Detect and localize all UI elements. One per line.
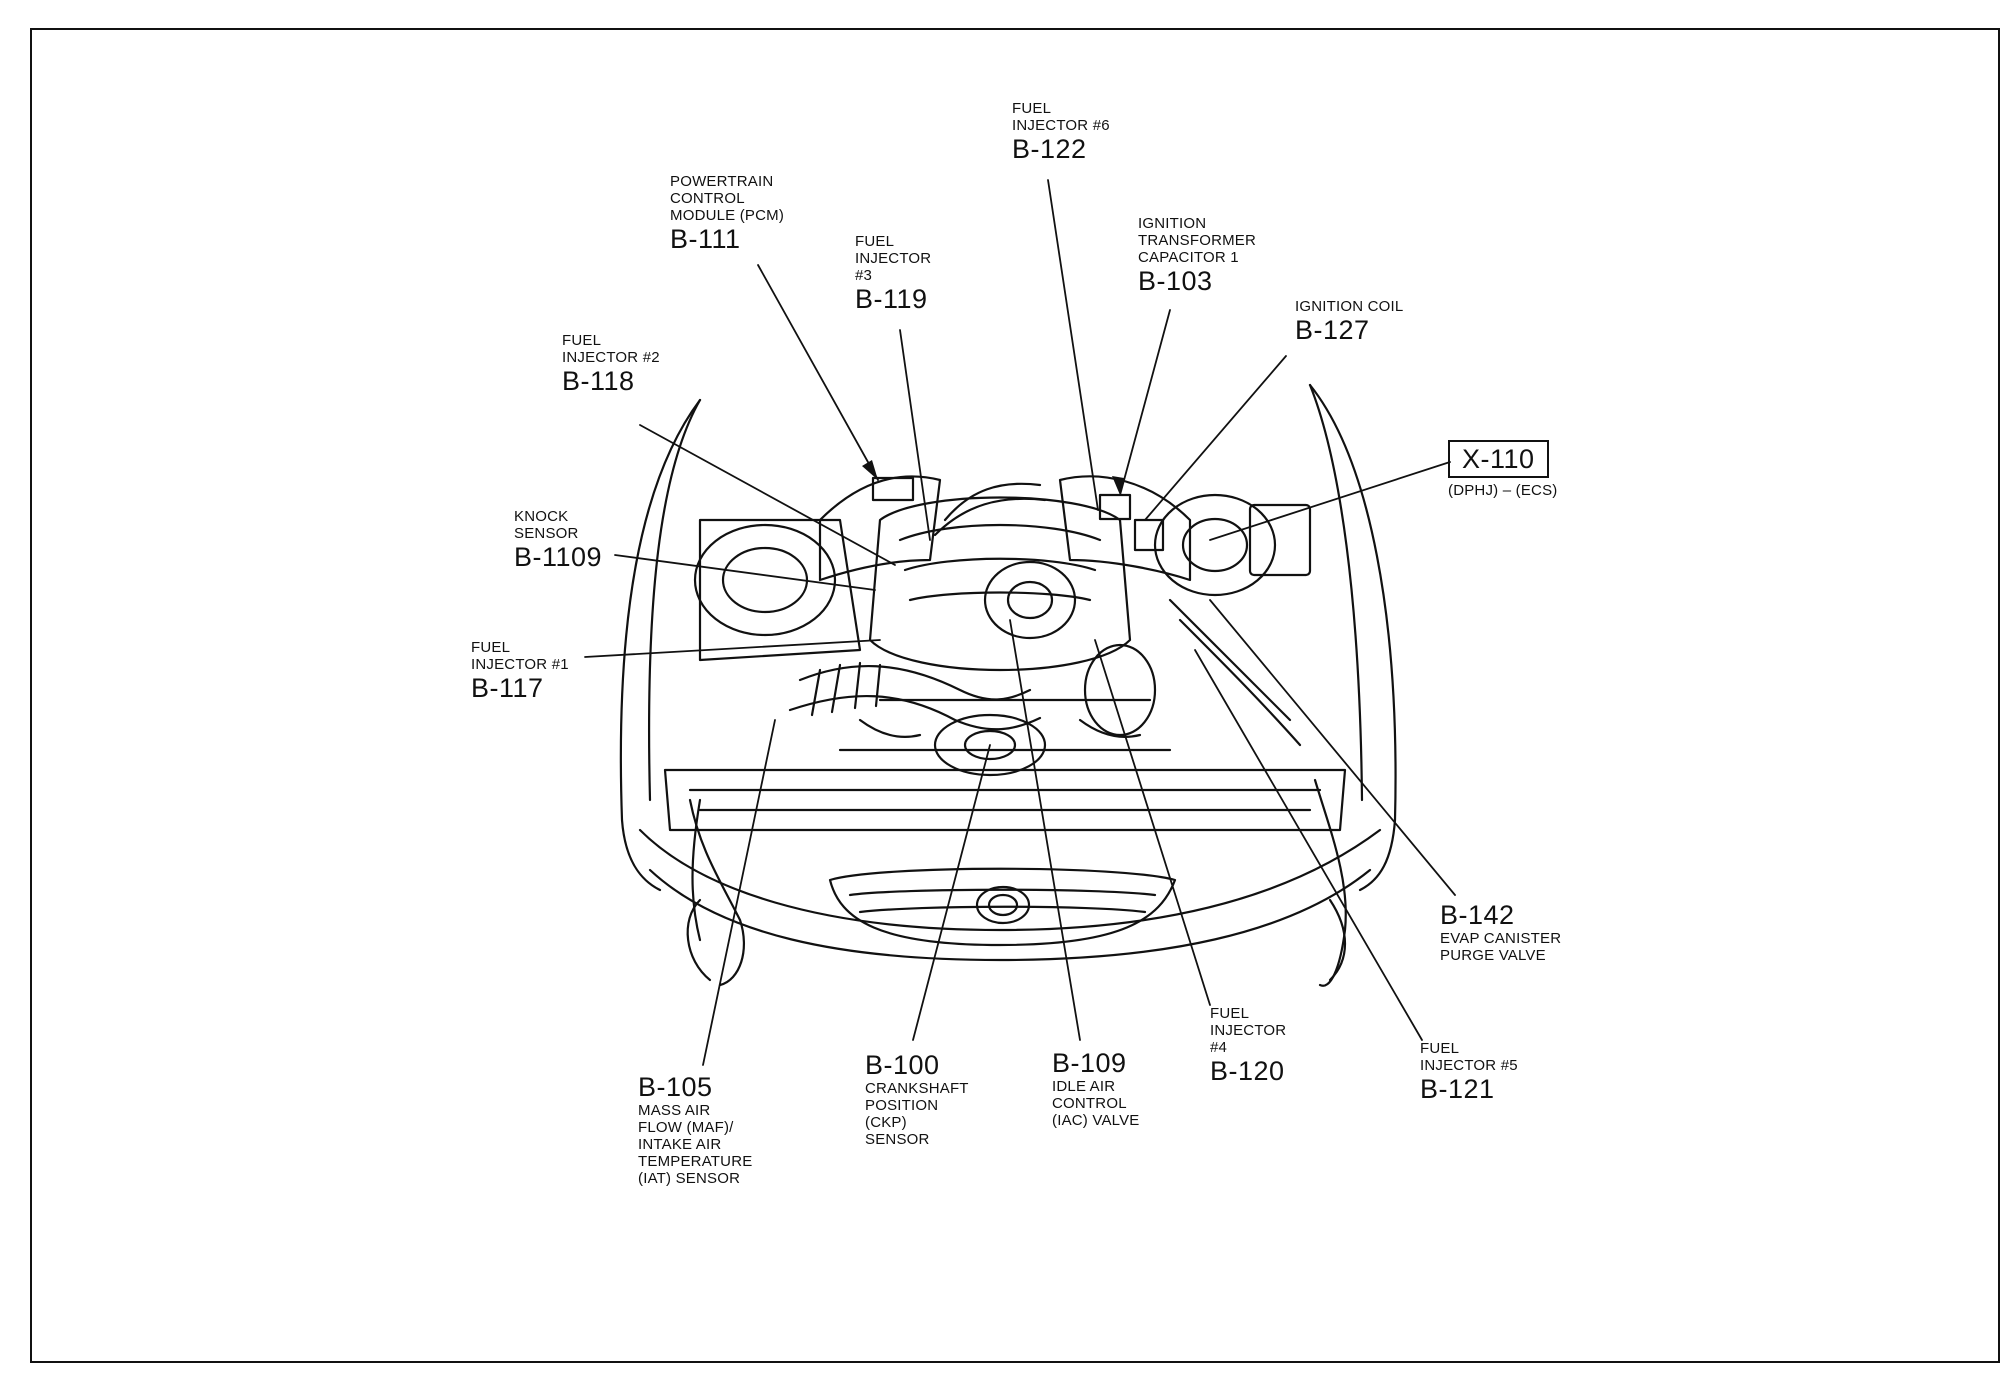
harness-loop-left — [686, 898, 712, 982]
callout-label: FUEL INJECTOR #3 — [855, 233, 932, 284]
callout-ignition-transformer: IGNITION TRANSFORMER CAPACITOR 1 B-103 — [1138, 215, 1256, 296]
callout-fuel-injector-2: FUEL INJECTOR #2 B-118 — [562, 332, 660, 396]
callout-fuel-injector-1: FUEL INJECTOR #1 B-117 — [471, 639, 569, 703]
leader-b-1109 — [614, 554, 876, 591]
radiator-support — [663, 768, 1347, 832]
air-cleaner — [693, 523, 837, 637]
callout-label: FUEL INJECTOR #2 — [562, 332, 660, 366]
heater-hose — [1168, 598, 1292, 722]
grille-emblem — [975, 885, 1031, 925]
callout-code: B-127 — [1295, 315, 1370, 345]
leader-b-111 — [757, 264, 879, 481]
callout-pcm: POWERTRAIN CONTROL MODULE (PCM) B-111 — [670, 173, 784, 254]
left-fender — [619, 398, 702, 892]
callout-code-boxed: X-110 — [1448, 440, 1549, 478]
leader-b-117 — [584, 639, 881, 658]
crank-pulley — [933, 713, 1047, 777]
grille-bar-2 — [858, 905, 1147, 914]
callout-label: IDLE AIR CONTROL (IAC) VALVE — [1052, 1078, 1140, 1129]
leader-x-110 — [1209, 461, 1451, 541]
callout-code: B-119 — [855, 284, 928, 314]
upper-radiator-hose — [943, 482, 1042, 522]
leader-b-103 — [1119, 309, 1171, 496]
arrowhead-b-103 — [1112, 476, 1124, 495]
front-bumper — [638, 828, 1382, 932]
right-fender-inner — [1308, 383, 1364, 802]
left-harness — [688, 798, 745, 987]
ignition-transformer-body — [1098, 493, 1132, 521]
callout-code: B-103 — [1138, 266, 1213, 296]
leader-b-120 — [1094, 639, 1211, 1006]
callout-label: IGNITION COIL — [1295, 298, 1404, 315]
leader-b-100 — [912, 744, 991, 1041]
callout-ignition-coil: IGNITION COIL B-127 — [1295, 298, 1403, 345]
right-fender — [1308, 383, 1397, 892]
callout-code: B-1109 — [514, 542, 603, 572]
callout-evap-canister: B-142 EVAP CANISTER PURGE VALVE — [1440, 900, 1561, 964]
callout-code: B-122 — [1012, 134, 1087, 164]
leader-b-122 — [1047, 179, 1099, 511]
callout-code: B-100 — [865, 1050, 940, 1080]
battery — [1248, 503, 1312, 577]
callout-label: FUEL INJECTOR #6 — [1012, 100, 1110, 134]
callout-label: FUEL INJECTOR #4 — [1210, 1005, 1287, 1056]
callout-code: B-111 — [670, 224, 741, 254]
leader-b-119 — [899, 329, 931, 541]
callout-code: B-121 — [1420, 1074, 1495, 1104]
callout-fuel-injector-5: FUEL INJECTOR #5 B-121 — [1420, 1040, 1518, 1104]
brake-booster — [1153, 493, 1277, 597]
callout-label: CRANKSHAFT POSITION (CKP) SENSOR — [865, 1080, 969, 1148]
bumper-lower — [648, 868, 1372, 962]
grille-outline — [828, 867, 1177, 947]
callout-code: B-142 — [1440, 900, 1515, 930]
pcm-connector — [871, 476, 915, 502]
callout-iac: B-109 IDLE AIR CONTROL (IAC) VALVE — [1052, 1048, 1140, 1129]
callout-label: MASS AIR FLOW (MAF)/ INTAKE AIR TEMPERAT… — [638, 1102, 753, 1187]
callout-ckp: B-100 CRANKSHAFT POSITION (CKP) SENSOR — [865, 1050, 969, 1148]
leader-b-127 — [1144, 355, 1287, 521]
throttle-body — [983, 560, 1077, 640]
callout-fuel-injector-4: FUEL INJECTOR #4 B-120 — [1210, 1005, 1286, 1086]
callout-fuel-injector-6: FUEL INJECTOR #6 B-122 — [1012, 100, 1110, 164]
diagram-frame — [30, 28, 2000, 1363]
callout-label: POWERTRAIN CONTROL MODULE (PCM) — [670, 173, 785, 224]
callout-fuel-injector-3: FUEL INJECTOR #3 B-119 — [855, 233, 931, 314]
intake-duct — [798, 664, 1032, 701]
callout-label: FUEL INJECTOR #1 — [471, 639, 569, 673]
leader-b-142 — [1209, 599, 1456, 896]
right-valve-cover — [1058, 475, 1192, 582]
callout-knock-sensor: KNOCK SENSOR B-1109 — [514, 508, 602, 572]
engine-intake-manifold — [868, 496, 1132, 672]
callout-label: (DPHJ) – (ECS) — [1448, 482, 1558, 499]
left-fender-inner — [647, 398, 702, 802]
grille-bar-1 — [848, 888, 1157, 897]
arrowhead-b-111 — [862, 460, 878, 480]
callout-label: KNOCK SENSOR — [514, 508, 579, 542]
callout-code: B-118 — [562, 366, 635, 396]
leader-b-118 — [639, 424, 896, 566]
callout-label: FUEL INJECTOR #5 — [1420, 1040, 1518, 1074]
leader-b-105 — [702, 719, 776, 1066]
callout-code: B-120 — [1210, 1056, 1285, 1086]
callout-code: B-105 — [638, 1072, 713, 1102]
callout-label: EVAP CANISTER PURGE VALVE — [1440, 930, 1562, 964]
leader-b-109 — [1009, 619, 1081, 1041]
callout-code: B-109 — [1052, 1048, 1127, 1078]
coolant-reservoir — [1083, 643, 1157, 737]
callout-x-110: X-110 (DPHJ) – (ECS) — [1448, 440, 1557, 499]
left-valve-cover — [818, 475, 942, 582]
harness-loop-right — [1328, 898, 1347, 982]
leader-b-121 — [1194, 649, 1423, 1041]
callout-maf-iat: B-105 MASS AIR FLOW (MAF)/ INTAKE AIR TE… — [638, 1072, 752, 1187]
callout-code: B-117 — [471, 673, 544, 703]
callout-label: IGNITION TRANSFORMER CAPACITOR 1 — [1138, 215, 1257, 266]
ignition-coil-body — [1133, 518, 1165, 552]
